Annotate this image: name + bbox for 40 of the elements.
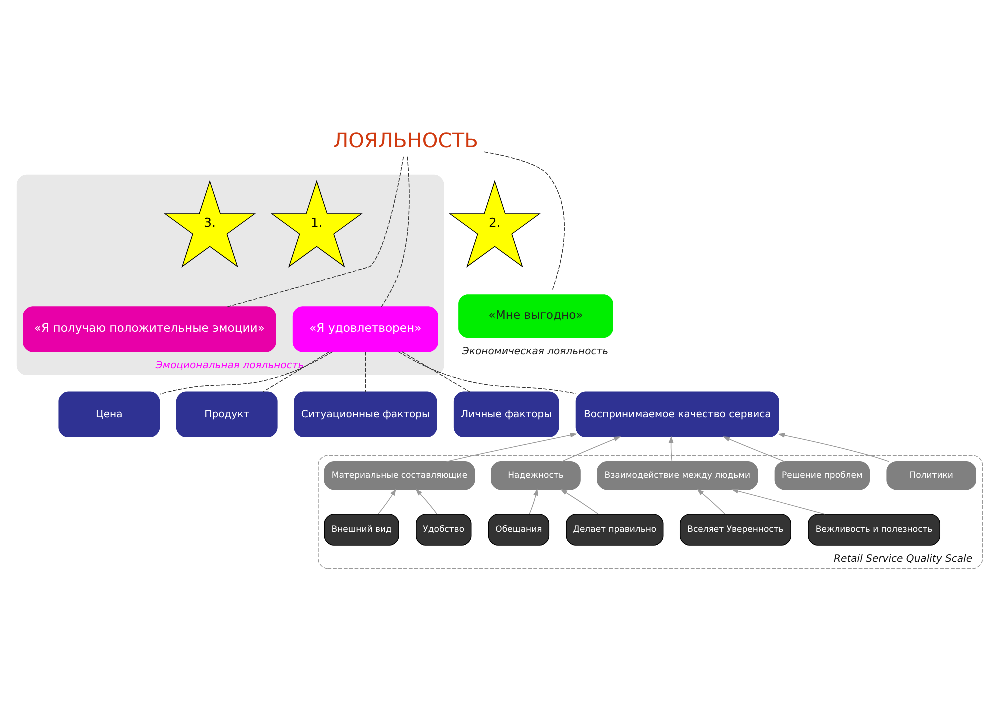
connector (398, 351, 576, 394)
arrow (562, 436, 622, 462)
connector (227, 156, 404, 307)
node-box: Воспринимаемое качество сервиса (576, 391, 780, 437)
node-box: «Я получаю положительные эмоции» (23, 306, 276, 352)
arrow (732, 488, 826, 514)
arrow (416, 488, 438, 514)
node-box: Взаимодействие между людьми (597, 460, 758, 490)
node-box: Обещания (488, 514, 550, 546)
node-box: Продукт (176, 391, 278, 437)
node-box: «Мне выгодно» (458, 294, 614, 338)
arrow (697, 488, 726, 514)
node-label: Экономическая лояльность (462, 346, 609, 358)
node-box: Внешний вид (324, 514, 400, 546)
connector (160, 351, 334, 394)
node-box: Решение проблем (774, 460, 870, 490)
connector (484, 151, 565, 292)
node-box: Цена (58, 391, 160, 437)
node-box: Удобство (416, 514, 472, 546)
connector (365, 351, 366, 392)
connector (262, 351, 330, 392)
node-box: «Я удовлетворен» (292, 306, 438, 352)
node-box: Надежность (491, 460, 581, 490)
arrow (778, 432, 890, 462)
arrow (723, 436, 786, 462)
node-box: Ситуационные факторы (294, 391, 438, 437)
arrow (560, 488, 599, 514)
node-text: ЛОЯЛЬНОСТЬ (333, 128, 478, 152)
arrow (529, 488, 538, 514)
arrow (378, 488, 396, 514)
node-box: Материальные составляющие (324, 460, 476, 490)
node-box: Политики (886, 460, 976, 490)
connector (381, 156, 410, 307)
node-box: Вежливость и полезность (808, 514, 940, 546)
node-box: Личные факторы (454, 391, 560, 437)
node-box: Делает правильно (566, 514, 664, 546)
arrow (446, 432, 578, 462)
arrow (668, 436, 674, 462)
node-box: Вселяет Уверенность (680, 514, 792, 546)
connector (402, 351, 470, 392)
